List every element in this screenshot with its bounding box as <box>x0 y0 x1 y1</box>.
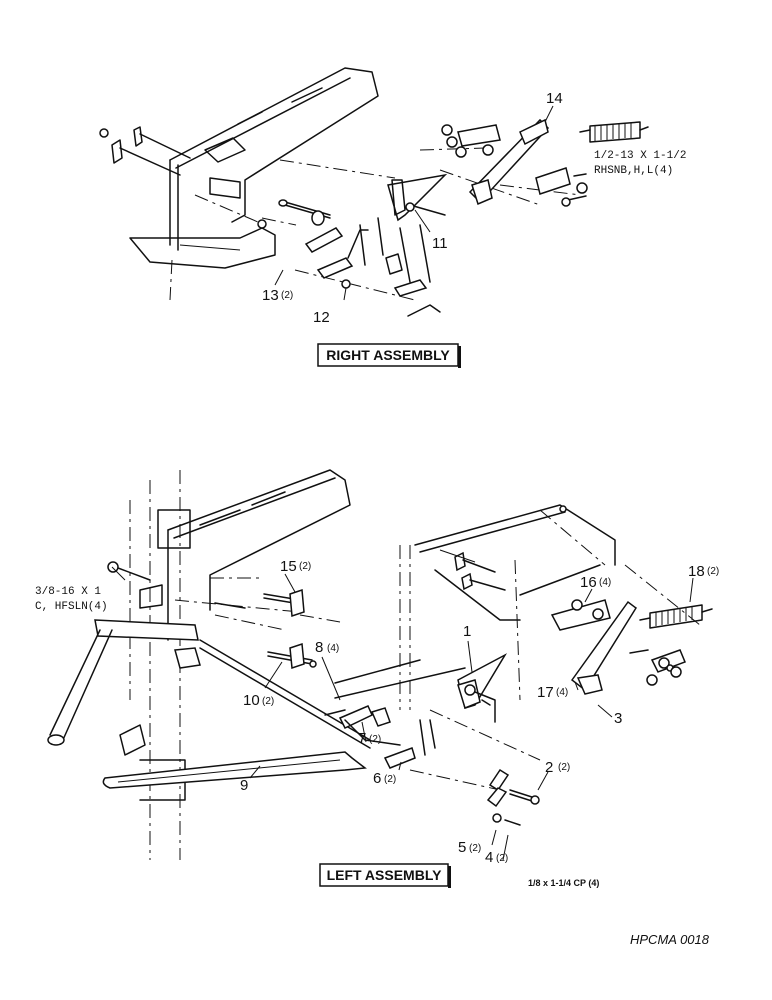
callout-18: 18 <box>688 563 705 580</box>
callout-16-qty: (4) <box>599 577 611 588</box>
left-bolt-15 <box>214 588 305 618</box>
left-upper-frame <box>414 504 616 621</box>
left-lower-hardware <box>486 768 540 826</box>
right-link-plates <box>304 227 441 317</box>
reference-code: HPCMA 0018 <box>630 932 710 947</box>
left-rod-9 <box>102 639 371 789</box>
callout-13: 13 <box>262 287 279 304</box>
left-bolt-spec-line2: C, HFSLN(4) <box>35 601 108 613</box>
left-bolt-10 <box>267 642 317 670</box>
left-leaders <box>111 566 694 861</box>
left-spring-18 <box>639 604 713 629</box>
callout-7: 7 <box>358 730 366 747</box>
right-frame-arm <box>129 67 379 301</box>
left-assembly: 1 2 (2) 3 4 (2) 5 (2) 6 (2) 7 (2) 8 (4) … <box>35 469 719 888</box>
right-projection-lines <box>194 147 581 301</box>
callout-18-qty: (2) <box>707 566 719 577</box>
callout-3: 3 <box>614 710 622 727</box>
callout-8: 8 <box>315 639 323 656</box>
callout-2: 2 <box>545 759 553 776</box>
callout-11: 11 <box>432 235 448 252</box>
callout-1: 1 <box>463 623 471 640</box>
callout-15-qty: (2) <box>299 561 311 572</box>
left-arm-3 <box>550 599 686 695</box>
callout-8-qty: (4) <box>327 643 339 654</box>
left-pin-spec: 1/8 x 1-1/4 CP (4) <box>528 878 599 888</box>
right-center-bolt <box>257 199 331 229</box>
left-projection-lines <box>174 509 701 791</box>
callout-4-qty: (2) <box>496 853 508 864</box>
left-link-plates <box>324 659 466 769</box>
right-assembly-title: RIGHT ASSEMBLY <box>326 347 450 363</box>
callout-14: 14 <box>546 90 563 107</box>
left-bolt-spec-line1: 3/8-16 X 1 <box>35 586 101 598</box>
callout-7-qty: (2) <box>369 734 381 745</box>
left-assembly-label-shadow <box>448 866 451 888</box>
right-leaders <box>274 105 554 301</box>
callout-6-qty: (2) <box>384 774 396 785</box>
callout-12: 12 <box>313 309 330 326</box>
callout-5: 5 <box>458 839 466 856</box>
callout-17-qty: (4) <box>556 687 568 698</box>
right-bracket-11 <box>359 173 448 283</box>
callout-2-qty: (2) <box>558 762 570 773</box>
left-top-bolts <box>439 549 506 591</box>
right-assembly: 14 11 12 13 (2) 1/2-13 X 1-1/2 RHSNB,H,L… <box>99 67 686 368</box>
callout-4: 4 <box>485 849 493 866</box>
right-spec-line2: RHSNB,H,L(4) <box>594 165 673 177</box>
callout-13-qty: (2) <box>281 290 293 301</box>
right-left-bolts <box>99 126 191 176</box>
right-arm-14 <box>441 118 588 207</box>
callout-10: 10 <box>243 692 260 709</box>
left-side-linkage <box>47 561 201 746</box>
callout-15: 15 <box>280 558 297 575</box>
callout-16: 16 <box>580 574 597 591</box>
right-spec-line1: 1/2-13 X 1-1/2 <box>594 150 686 162</box>
callout-17: 17 <box>537 684 554 701</box>
right-spring <box>579 121 649 143</box>
callout-5-qty: (2) <box>469 843 481 854</box>
callout-9: 9 <box>240 777 248 794</box>
left-bracket-1 <box>457 653 508 723</box>
left-assembly-title: LEFT ASSEMBLY <box>327 867 443 883</box>
right-assembly-label-shadow <box>458 346 461 368</box>
callout-10-qty: (2) <box>262 696 274 707</box>
callout-6: 6 <box>373 770 381 787</box>
